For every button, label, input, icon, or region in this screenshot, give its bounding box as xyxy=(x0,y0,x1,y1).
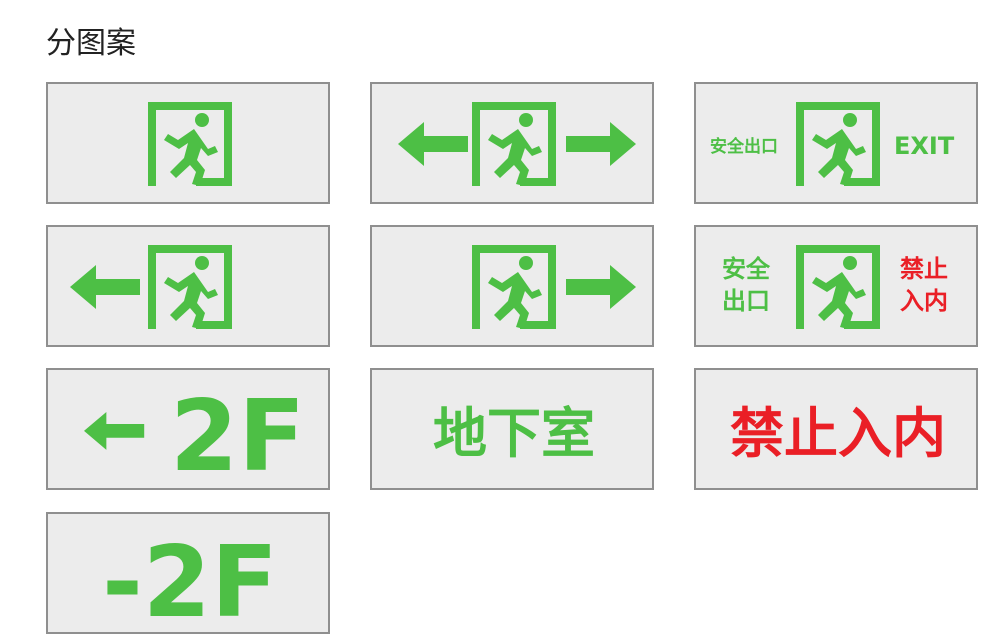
sign-right-text-1: 禁止 xyxy=(900,255,948,283)
left-arrow-icon xyxy=(84,412,145,450)
running-man-exit-icon xyxy=(472,245,556,329)
sign-left-text-2: 出口 xyxy=(722,287,770,315)
basement-sign: 地下室 xyxy=(370,368,654,490)
right-arrow-icon xyxy=(566,122,636,166)
floor-sign-2f: 2F xyxy=(46,368,330,490)
floor-sign-minus-2f: -2F xyxy=(46,512,330,634)
running-man-exit-icon xyxy=(148,102,232,186)
running-man-exit-icon xyxy=(796,245,880,329)
sign-left-text: 安全出口 xyxy=(710,136,778,157)
left-arrow-icon xyxy=(70,265,140,309)
sign-right-text: EXIT xyxy=(894,132,955,160)
running-man-exit-icon xyxy=(472,102,556,186)
exit-sign-door xyxy=(46,82,330,204)
exit-sign-no-entry: 安全 出口 禁止 入内 xyxy=(694,225,978,347)
sign-right-text-2: 入内 xyxy=(900,287,948,315)
sign-left-text-1: 安全 xyxy=(722,255,771,283)
exit-sign-left xyxy=(46,225,330,347)
exit-sign-text: 安全出口 EXIT xyxy=(694,82,978,204)
no-entry-sign: 禁止入内 xyxy=(694,368,978,490)
right-arrow-icon xyxy=(566,265,636,309)
no-entry-text: 禁止入内 xyxy=(730,402,946,465)
exit-sign-bidirectional xyxy=(370,82,654,204)
floor-text: 2F xyxy=(170,380,305,490)
running-man-exit-icon xyxy=(796,102,880,186)
running-man-exit-icon xyxy=(148,245,232,329)
floor-text: -2F xyxy=(102,526,278,634)
left-arrow-icon xyxy=(398,122,468,166)
page-title: 分图案 xyxy=(46,26,136,61)
basement-text: 地下室 xyxy=(433,402,595,465)
exit-sign-right xyxy=(370,225,654,347)
